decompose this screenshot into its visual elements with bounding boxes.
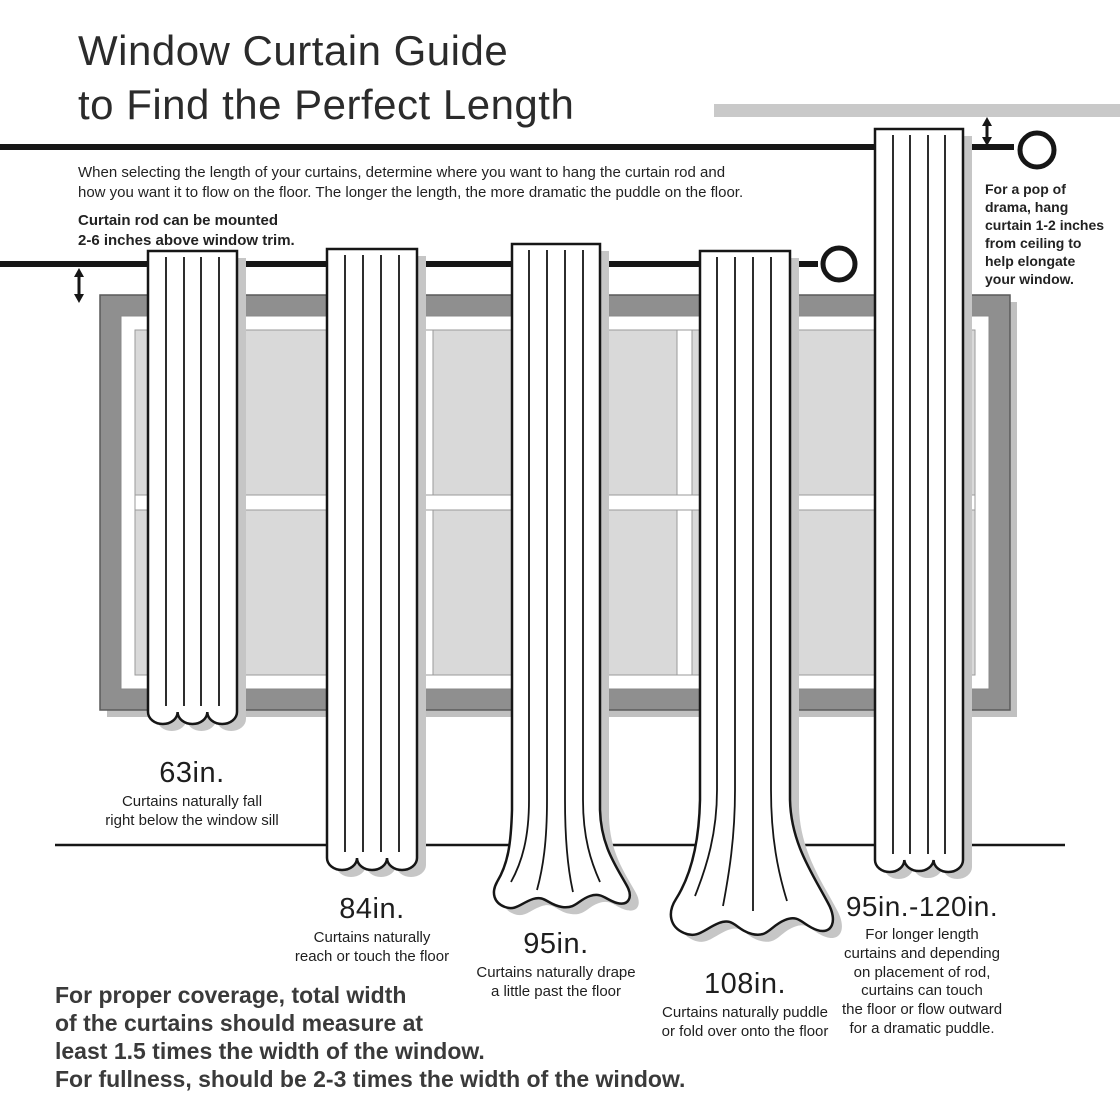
curtain-label-108in: 108in. Curtains naturally puddle or fold… (615, 968, 875, 1042)
curtain-length-108in: 108in. (703, 968, 786, 1000)
curtain-desc-95-120in: For longer length curtains and depending… (841, 926, 1003, 1037)
curtain-108in-panel (669, 249, 835, 937)
curtain-63in-panel (146, 249, 239, 726)
curtain-95in-folds (510, 250, 601, 893)
rod-finial-lower (820, 245, 858, 283)
curtain-108in (669, 249, 842, 942)
curtain-length-95-120in: 95in.-120in. (845, 891, 999, 922)
curtain-length-63in: 63in. (159, 757, 225, 789)
curtain-95-120in-panel (873, 127, 965, 874)
curtain-rod-upper (0, 130, 1057, 170)
intro-text: When selecting the length of your curtai… (78, 164, 744, 202)
curtain-length-84in: 84in. (339, 893, 405, 925)
curtain-label-84in: 84in. Curtains naturally reach or touch … (242, 893, 502, 967)
curtain-desc-63in: Curtains naturally fall right below the … (105, 793, 279, 829)
curtain-63in (146, 249, 246, 731)
rod-finial-upper (1017, 130, 1057, 170)
curtain-95in (492, 242, 639, 916)
curtain-95-120in (873, 127, 972, 880)
curtain-84in (325, 247, 426, 877)
curtain-95in-panel (492, 242, 631, 910)
rod-mount-note: Curtain rod can be mounted 2-6 inches ab… (78, 212, 295, 250)
curtain-desc-95in: Curtains naturally drape a little past t… (476, 964, 636, 1000)
curtain-label-63in: 63in. Curtains naturally fall right belo… (62, 757, 322, 831)
curtain-length-95in: 95in. (523, 928, 589, 960)
curtain-108in-folds (694, 257, 788, 911)
curtain-label-95in: 95in. Curtains naturally drape a little … (426, 928, 686, 1002)
ceiling-strip (714, 104, 1120, 117)
page-title: Window Curtain Guide to Find the Perfect… (78, 27, 575, 128)
ceiling-gap-arrow-icon (982, 117, 992, 146)
ceiling-drama-note: For a pop of drama, hang curtain 1-2 inc… (985, 181, 1105, 287)
curtain-label-95-120in: 95in.-120in. For longer length curtains … (792, 891, 1052, 1039)
curtain-desc-108in: Curtains naturally puddle or fold over o… (661, 1004, 829, 1040)
curtain-95-120in-folds (892, 135, 946, 854)
rod-mount-arrow-icon (74, 268, 84, 303)
curtain-desc-84in: Curtains naturally reach or touch the fl… (294, 929, 450, 965)
curtain-63in-folds (165, 257, 220, 706)
curtain-84in-panel (325, 247, 419, 872)
coverage-note: For proper coverage, total width of the … (55, 982, 686, 1093)
curtain-84in-folds (344, 255, 400, 852)
